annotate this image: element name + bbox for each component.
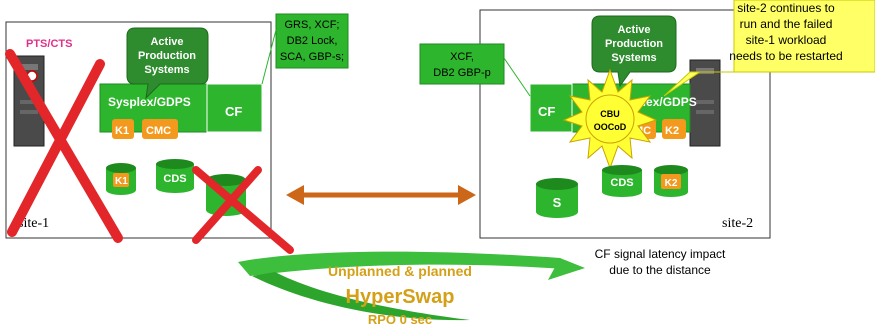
site-2-disk-k2-label: K2 bbox=[665, 178, 678, 189]
site-1-structures-box: GRS, XCF; DB2 Lock, SCA, GBP-s; bbox=[261, 13, 349, 85]
note-line4: needs to be restarted bbox=[729, 49, 842, 63]
site-1-structures-line2: DB2 Lock, bbox=[287, 35, 338, 47]
site-1-cf-box bbox=[206, 83, 263, 133]
hyperswap-title: HyperSwap bbox=[346, 286, 455, 308]
site-1-active-production-callout: Active Production Systems bbox=[126, 27, 209, 100]
site-1-failure-cross-icon bbox=[5, 49, 123, 243]
site-1-cmc-tile bbox=[142, 119, 178, 139]
site-1-disk-k1-label: K1 bbox=[115, 176, 128, 187]
site-1-callout-line3: Systems bbox=[144, 64, 189, 76]
hyperswap-line1: Unplanned & planned bbox=[328, 263, 472, 279]
site-1-label: site-1 bbox=[18, 216, 49, 231]
site-2-structures-line2: DB2 GBP-p bbox=[433, 67, 490, 79]
site-1-cf-label: CF bbox=[225, 104, 242, 119]
latency-note-line2: due to the distance bbox=[609, 263, 711, 277]
site-2-k2-label: K2 bbox=[665, 125, 679, 137]
site-2-disk-cds: CDS bbox=[602, 165, 642, 197]
site-1-sysplex-label: Sysplex/GDPS bbox=[108, 95, 191, 109]
oocod-label: OOCoD bbox=[594, 122, 627, 132]
site-1-structures-line1: GRS, XCF; bbox=[284, 19, 339, 31]
site-2-structures-line1: XCF, bbox=[450, 51, 474, 63]
cbu-label: CBU bbox=[600, 109, 620, 119]
note-line3: site-1 workload bbox=[746, 33, 827, 47]
site-2-label: site-2 bbox=[722, 216, 753, 231]
hyperswap-rpo: RPO 0 sec bbox=[368, 312, 432, 327]
latency-note-line1: CF signal latency impact bbox=[595, 247, 726, 261]
hyperswap-swoosh bbox=[238, 251, 585, 321]
site-2-active-production-callout: Active Production Systems bbox=[591, 15, 677, 88]
site-1-disk-cds: CDS bbox=[156, 159, 194, 193]
site-1-callout-line2: Production bbox=[138, 50, 196, 62]
cbu-sun-icon: CBU OOCoD bbox=[562, 68, 658, 170]
site-2-structures-box: XCF, DB2 GBP-p bbox=[419, 43, 531, 97]
site-2-cf-box bbox=[529, 83, 573, 133]
site-2-callout-line2: Production bbox=[605, 38, 663, 50]
note-line1: site-2 continues to bbox=[737, 1, 835, 15]
site-1-k1-tile bbox=[112, 119, 134, 139]
replication-double-arrow bbox=[286, 185, 476, 205]
site-2-cf-label: CF bbox=[538, 104, 555, 119]
site-2-callout-line3: Systems bbox=[611, 52, 656, 64]
pts-cts-label: PTS/CTS bbox=[26, 38, 72, 50]
site-2-disk-s: S bbox=[536, 178, 578, 218]
site-2-disk-s-label: S bbox=[553, 195, 562, 210]
site-2-k2-tile bbox=[662, 119, 686, 139]
site-1-k1-label: K1 bbox=[115, 125, 129, 137]
disk-failure-cross-icon bbox=[192, 166, 294, 254]
site-1-structures-line3: SCA, GBP-s; bbox=[280, 51, 344, 63]
site-1-callout-line1: Active bbox=[150, 36, 183, 48]
note-line2: run and the failed bbox=[740, 17, 833, 31]
site-1-cmc-label: CMC bbox=[146, 125, 171, 137]
site-2-server-icon bbox=[689, 59, 721, 147]
site-2-callout-line1: Active bbox=[617, 24, 650, 36]
site-2-disk-cds-label: CDS bbox=[610, 177, 633, 189]
site-2-disk-k2: K2 bbox=[654, 165, 688, 197]
site-1-disk-cds-label: CDS bbox=[163, 173, 186, 185]
site-1-disk-k1: K1 bbox=[106, 163, 136, 195]
site-2-restart-note: site-2 continues to run and the failed s… bbox=[663, 0, 875, 97]
